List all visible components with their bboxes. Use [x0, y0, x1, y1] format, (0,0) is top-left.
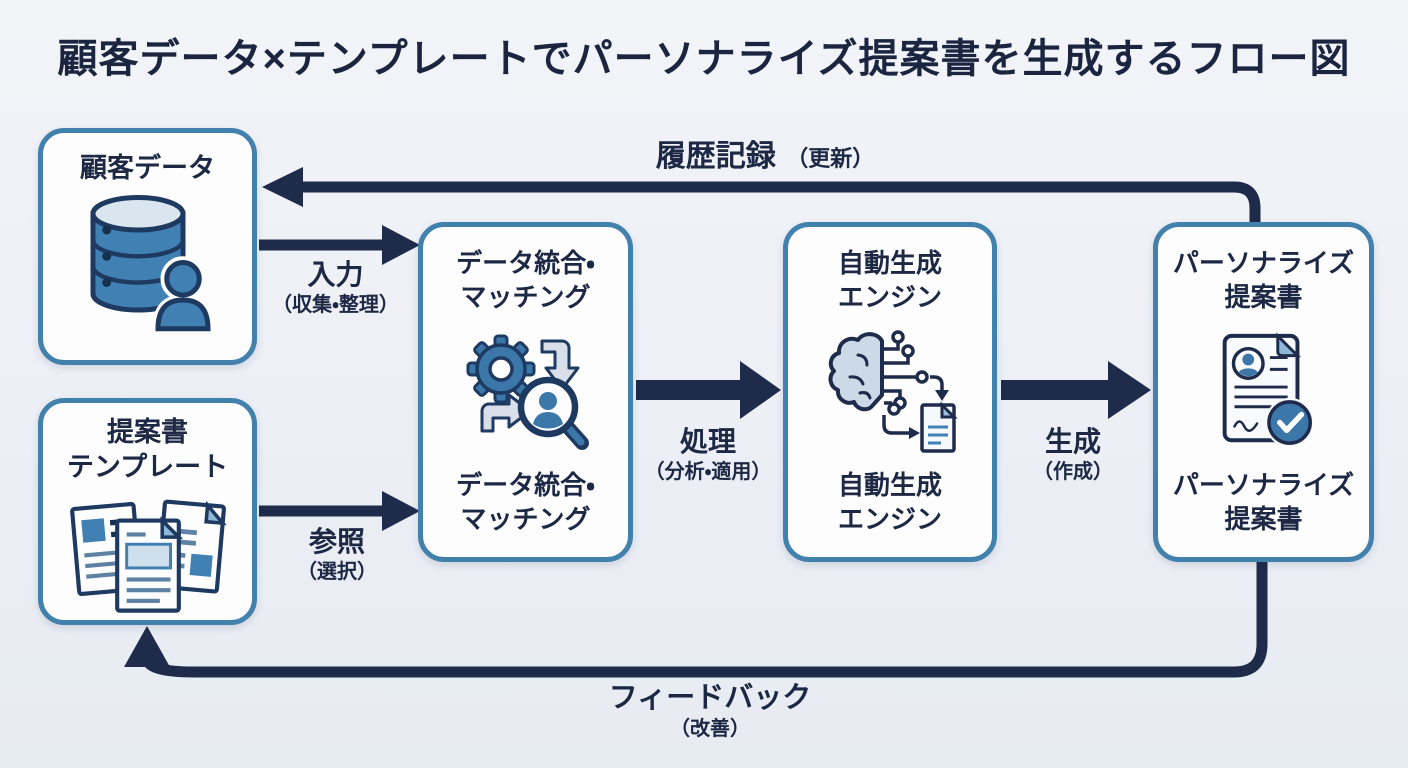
input-edge-label: 入力 （収集・整理）: [272, 259, 399, 316]
node-proposal-template: 提案書 テンプレート: [38, 398, 257, 625]
data-matching-label-top: データ統合・ マッチング: [456, 248, 595, 312]
node-customer-data: 顧客データ: [38, 128, 257, 365]
generate-edge-label: 生成 （作成）: [1033, 426, 1113, 483]
brain-circuit-icon: [828, 330, 958, 453]
data-matching-label-bottom: データ統合・ マッチング: [456, 470, 595, 535]
diagram-title: 顧客データ×テンプレートでパーソナライズ提案書を生成するフロー図: [57, 37, 1351, 81]
proposal-check-icon: [1222, 332, 1314, 448]
node-data-matching: データ統合・ マッチング: [418, 222, 633, 562]
gear-cycle-search-icon: [466, 334, 589, 450]
process-arrow: [636, 361, 781, 419]
feedback-connector: [124, 562, 1268, 678]
node-auto-engine: 自動生成 エンジン: [783, 222, 997, 562]
feedback-edge-label: フィードバック （改善）: [608, 682, 812, 741]
reference-arrow: [259, 491, 420, 531]
reference-edge-label: 参照 （選択）: [297, 526, 377, 583]
documents-icon: [69, 499, 227, 613]
input-arrow: [259, 225, 420, 265]
personalized-proposal-label-bottom: パーソナライズ 提案書: [1172, 470, 1355, 535]
history-edge-label: 履歴記録 （更新）: [655, 140, 875, 173]
history-connector: [262, 167, 1261, 222]
customer-data-label: 顧客データ: [80, 153, 215, 183]
database-user-icon: [90, 195, 214, 335]
proposal-template-label: 提案書 テンプレート: [66, 417, 229, 483]
generate-arrow: [1001, 361, 1151, 419]
auto-engine-label-bottom: 自動生成 エンジン: [837, 470, 942, 535]
personalized-proposal-label-top: パーソナライズ 提案書: [1172, 248, 1355, 312]
auto-engine-label-top: 自動生成 エンジン: [837, 248, 942, 312]
node-personalized-proposal: パーソナライズ 提案書 パーソナライズ 提案書: [1153, 222, 1374, 562]
process-edge-label: 処理 （分析・適用）: [644, 426, 772, 483]
